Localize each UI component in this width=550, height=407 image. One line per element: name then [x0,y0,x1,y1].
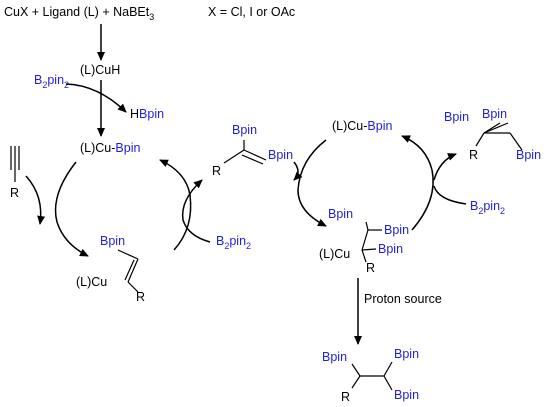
tetra-r: R [469,148,478,162]
vinyl-bond-bpin [117,249,139,260]
diboryl-r: R [212,164,221,178]
diboryl-bpin-top: Bpin [232,123,257,137]
conditions-text: X = Cl, I or OAc [208,5,295,19]
tetra-bond-bpin1 [483,122,509,134]
diboryl-bpin-right: Bpin [268,148,293,162]
vinyl-double-2 [124,259,135,281]
cycle2-right-arc [401,135,434,231]
int-bpin1: Bpin [328,207,353,221]
prod-bpin1: Bpin [322,350,347,364]
tetra-bpin3: Bpin [516,148,541,162]
vinyl-r-bond [127,281,139,293]
lcuh-label: (L)CuH [80,63,120,77]
prod-r: R [341,390,350,404]
prod-bpin3: Bpin [394,388,419,402]
tetra-bpin2: Bpin [482,107,507,121]
reagents-text: CuX + Ligand (L) + NaBEt3 [4,5,154,22]
hbpin-label: HBpin [130,107,164,121]
prod-bond-r [351,375,361,389]
cycle1-left-arc [54,161,89,257]
prod-bond-3 [383,375,393,391]
arrow-b2pin2-to-hbpin [65,83,127,113]
tetra-bond-bpin2 [483,122,501,134]
int-bpin2: Bpin [384,223,409,237]
arrow-b2pin2-cycle1 [181,179,211,243]
vinyl-double-1 [127,258,139,283]
diboryl-double-2 [241,154,264,165]
proton-source: Proton source [364,292,442,306]
tetra-bond-bpin3 [509,132,523,151]
int-cu: (L)Cu [319,247,350,261]
int-bond-r [361,249,367,263]
diboryl-double-1 [243,149,267,161]
b2pin2-cycle1: B2pin2 [216,234,251,251]
b2pin2-cycle2: B2pin2 [470,199,505,216]
cycle2-catalyst: (L)Cu-Bpin [332,119,392,133]
arrow-alkyne-in [25,175,46,225]
prod-bond-2 [383,361,393,377]
vinyl-bpin: Bpin [100,234,125,248]
prod-bpin2: Bpin [394,347,419,361]
int-bpin3: Bpin [378,242,403,256]
tetra-bpin1: Bpin [444,110,469,124]
diboryl-bond-r [223,149,245,164]
arrow-b2pin2-cycle2 [433,185,467,205]
int-r: R [366,261,375,275]
cycle1-catalyst: (L)Cu-Bpin [80,141,140,155]
tetra-bond-r [475,132,485,147]
vinyl-cu: (L)Cu [76,275,107,289]
int-bond-3 [361,248,377,251]
int-bond-1 [365,221,369,231]
b2pin2-top: B2pin2 [34,73,69,90]
cycle2-left-arc [297,139,327,227]
arrow-diboryl-to-cycle2 [293,161,303,181]
vinyl-r: R [136,290,145,304]
int-bond-cc [361,229,369,251]
arrow-tetraboryl-out [433,153,457,181]
prod-bond-1 [351,363,361,377]
cycle1-right-arc [159,159,192,251]
alkyne-r: R [10,186,19,200]
